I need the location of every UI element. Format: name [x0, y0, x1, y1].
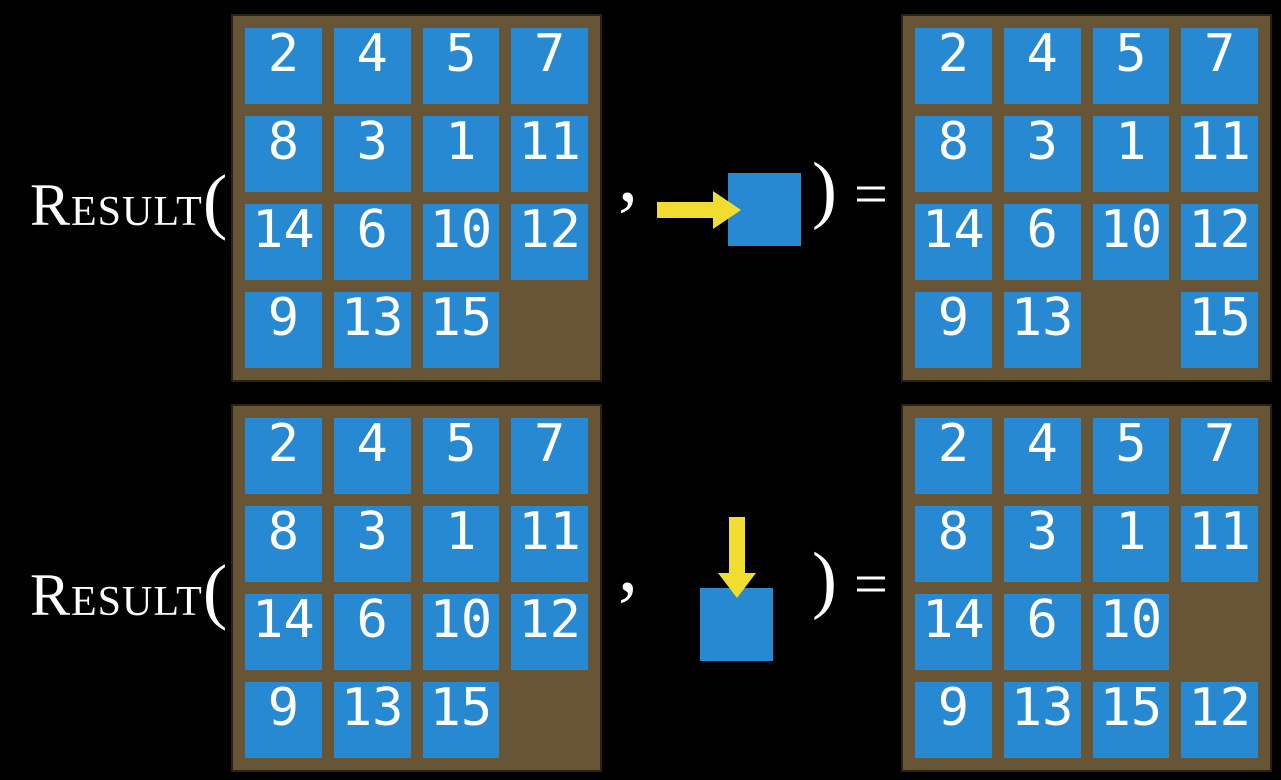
puzzle-tile: 11 — [1181, 116, 1258, 192]
puzzle-tile: 10 — [1092, 594, 1170, 670]
result-function-label: Result — [30, 172, 203, 238]
puzzle-tile: 13 — [1003, 292, 1081, 368]
puzzle-tile: 9 — [915, 682, 992, 758]
puzzle-tile: 8 — [915, 506, 992, 582]
puzzle-tile: 5 — [422, 418, 500, 494]
puzzle-tile: 5 — [422, 28, 500, 104]
puzzle-tile: 4 — [1003, 418, 1081, 494]
puzzle-tile: 15 — [422, 292, 500, 368]
comma: , — [618, 131, 638, 219]
puzzle-tile: 12 — [1181, 204, 1258, 280]
puzzle-tile: 10 — [1092, 204, 1170, 280]
puzzle-tile: 3 — [333, 506, 411, 582]
puzzle-tile: 14 — [915, 594, 992, 670]
equals-sign: = — [853, 161, 888, 227]
puzzle-tile: 7 — [511, 418, 588, 494]
puzzle-tile: 1 — [1092, 506, 1170, 582]
empty-cell — [1181, 594, 1258, 670]
puzzle-tile: 10 — [422, 594, 500, 670]
puzzle-tile: 9 — [245, 292, 322, 368]
puzzle-tile: 6 — [1003, 594, 1081, 670]
puzzle-tile: 4 — [1003, 28, 1081, 104]
puzzle-tile: 14 — [245, 594, 322, 670]
empty-cell — [511, 292, 588, 368]
result-function-label: Result — [30, 562, 203, 628]
down-arrow-icon — [718, 517, 756, 598]
puzzle-tile: 8 — [245, 506, 322, 582]
equals-sign: = — [853, 551, 888, 617]
close-paren: ) — [812, 148, 837, 231]
puzzle-tile: 11 — [1181, 506, 1258, 582]
open-paren: ( — [202, 550, 228, 631]
puzzle-tile: 11 — [511, 116, 588, 192]
puzzle-tile: 1 — [422, 506, 500, 582]
puzzle-tile: 3 — [1003, 506, 1081, 582]
puzzle-tile: 12 — [511, 204, 588, 280]
result-expression-open: Result( — [30, 164, 227, 237]
puzzle-tile: 13 — [1003, 682, 1081, 758]
puzzle-tile: 13 — [333, 292, 411, 368]
puzzle-tile: 8 — [245, 116, 322, 192]
puzzle-tile: 15 — [1092, 682, 1170, 758]
puzzle-tile: 9 — [915, 292, 992, 368]
action-tile-square — [700, 588, 773, 661]
puzzle-tile: 1 — [422, 116, 500, 192]
puzzle-tile: 6 — [1003, 204, 1081, 280]
puzzle-tile: 4 — [333, 418, 411, 494]
puzzle-tile: 3 — [333, 116, 411, 192]
empty-cell — [511, 682, 588, 758]
puzzle-tile: 12 — [1181, 682, 1258, 758]
puzzle-tile: 9 — [245, 682, 322, 758]
puzzle-tile: 7 — [1181, 28, 1258, 104]
comma: , — [618, 521, 638, 609]
puzzle-tile: 4 — [333, 28, 411, 104]
puzzle-tile: 5 — [1092, 28, 1170, 104]
puzzle-tile: 2 — [915, 418, 992, 494]
puzzle-tile: 6 — [333, 594, 411, 670]
right-arrow-icon — [657, 191, 741, 229]
puzzle-tile: 12 — [511, 594, 588, 670]
puzzle-tile: 13 — [333, 682, 411, 758]
result-expression-close: )= — [812, 542, 888, 617]
puzzle-tile: 8 — [915, 116, 992, 192]
puzzle-tile: 2 — [245, 418, 322, 494]
puzzle-tile: 7 — [1181, 418, 1258, 494]
puzzle-tile: 7 — [511, 28, 588, 104]
puzzle-tile: 2 — [245, 28, 322, 104]
empty-cell — [1093, 292, 1170, 368]
result-expression-close: )= — [812, 152, 888, 227]
puzzle-tile: 15 — [1181, 292, 1258, 368]
open-paren: ( — [202, 160, 228, 241]
puzzle-tile: 14 — [915, 204, 992, 280]
puzzle-tile: 15 — [422, 682, 500, 758]
close-paren: ) — [812, 538, 837, 621]
puzzle-tile: 1 — [1092, 116, 1170, 192]
puzzle-tile: 14 — [245, 204, 322, 280]
puzzle-tile: 6 — [333, 204, 411, 280]
result-expression-open: Result( — [30, 554, 227, 627]
puzzle-tile: 10 — [422, 204, 500, 280]
puzzle-tile: 5 — [1092, 418, 1170, 494]
puzzle-tile: 3 — [1003, 116, 1081, 192]
puzzle-tile: 11 — [511, 506, 588, 582]
puzzle-tile: 2 — [915, 28, 992, 104]
